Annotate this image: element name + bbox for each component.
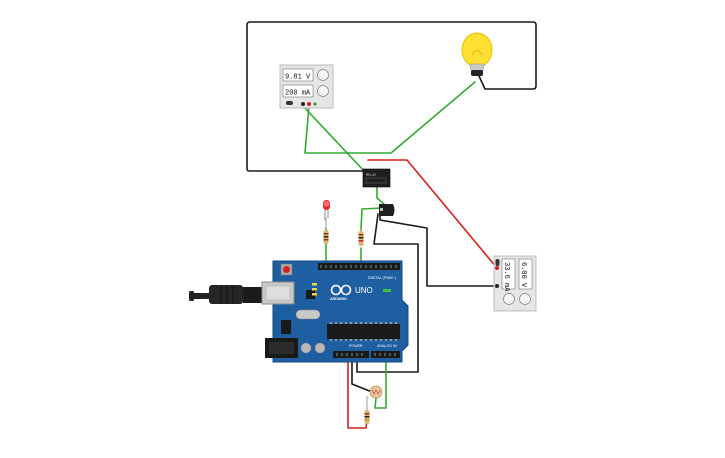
digital-header[interactable] xyxy=(318,263,400,270)
wire-green-relay-transistor[interactable] xyxy=(376,185,387,207)
meter-voltage-display: 6.00 V xyxy=(519,262,527,288)
microcontroller-chip xyxy=(327,324,400,339)
psu-voltage-knob[interactable] xyxy=(317,69,329,81)
wire-black-ldr-gnd[interactable] xyxy=(351,355,373,393)
wire-black-loop[interactable] xyxy=(246,21,537,172)
model-label: UNO xyxy=(355,286,373,295)
meter-current-display: 33.6 mA xyxy=(502,262,510,292)
meter-knob-left[interactable] xyxy=(503,293,515,305)
arduino-logo-text: ARDUINO xyxy=(330,297,347,301)
wires xyxy=(246,21,537,429)
digital-label: DIGITAL (PWM~) xyxy=(368,276,396,280)
psu-current-display: 200 mA xyxy=(285,90,311,98)
photoresistor[interactable] xyxy=(369,385,383,399)
light-bulb[interactable] xyxy=(461,32,493,76)
meter-terminal-negative[interactable] xyxy=(495,284,499,288)
ldr-resistor[interactable] xyxy=(364,396,370,424)
led-resistor[interactable] xyxy=(323,218,329,244)
meter-switch[interactable] xyxy=(495,259,500,266)
relay-label: RELAY xyxy=(366,173,377,177)
psu-switch[interactable] xyxy=(286,101,293,105)
wire-green-base-resistor[interactable] xyxy=(360,207,383,231)
psu-terminal-positive[interactable] xyxy=(307,102,311,106)
psu-terminal-negative[interactable] xyxy=(301,102,305,106)
arduino-logo: ARDUINO xyxy=(330,284,352,301)
usb-cable[interactable] xyxy=(189,285,263,304)
power-supply[interactable]: 9.81 V 200 mA xyxy=(279,64,334,109)
transistor[interactable] xyxy=(379,204,395,216)
multimeter[interactable]: 33.6 mA 6.00 V xyxy=(493,255,537,312)
red-led[interactable] xyxy=(323,200,330,220)
meter-knob-right[interactable] xyxy=(519,293,531,305)
psu-current-knob[interactable] xyxy=(317,85,329,97)
analog-label: ANALOG IN xyxy=(377,344,397,348)
psu-voltage-display: 9.81 V xyxy=(285,74,311,82)
base-resistor[interactable] xyxy=(358,231,364,246)
wire-black-transistor-meter[interactable] xyxy=(379,213,497,287)
relay[interactable]: RELAY xyxy=(362,168,391,188)
wire-black-transistor-gnd[interactable] xyxy=(356,213,419,373)
wire-green-psu-relay[interactable] xyxy=(302,105,366,173)
arduino-uno[interactable]: DIGITAL (PWM~) ARDUINO UNO xyxy=(261,260,409,363)
meter-terminal-positive[interactable] xyxy=(495,266,499,270)
wire-red-relay-meter[interactable] xyxy=(367,159,498,269)
wire-green-analog[interactable] xyxy=(374,355,387,409)
power-label: POWER xyxy=(349,344,363,348)
